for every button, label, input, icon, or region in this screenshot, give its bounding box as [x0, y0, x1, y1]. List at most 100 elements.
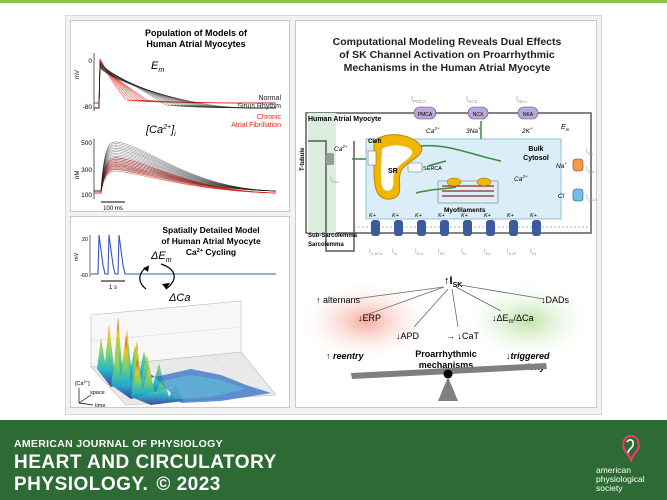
axis-time-line	[78, 402, 94, 406]
troponin-c	[476, 177, 492, 187]
action-potential-trace	[94, 60, 277, 104]
sr-label: SR	[388, 168, 398, 175]
k-channel	[394, 220, 403, 236]
na-ion-label: Na+	[556, 161, 567, 170]
nka-pump	[517, 106, 539, 120]
society-name-line2: physiological	[596, 474, 645, 484]
pmca-label: PMCA	[418, 112, 433, 118]
i-pmca-current: IPMCA	[411, 96, 426, 104]
troponin-c	[446, 177, 462, 187]
ncx-exchanger	[467, 106, 489, 120]
k-current-label: IKs	[484, 249, 490, 256]
main-title-line3: Mechanisms in the Human Atrial Myocyte	[344, 62, 551, 74]
mv-axis-label: mV	[74, 252, 80, 261]
seesaw-pivot	[443, 369, 453, 379]
chloride-channel	[572, 188, 584, 202]
i-nal-current: INaL	[586, 167, 596, 174]
t-tubule-outline	[308, 140, 355, 252]
axis-space-line	[78, 394, 92, 404]
panel-title-line1: Population of Models of	[145, 28, 248, 38]
journal-kicker: AMERICAN JOURNAL OF PHYSIOLOGY	[14, 438, 223, 450]
pmca-pump	[413, 106, 437, 120]
y-tick-20: 20	[82, 237, 88, 243]
spatial-title-line3: Ca2+ Cycling	[186, 247, 236, 257]
action-potential-trace	[94, 64, 277, 109]
proarrhythmic-label-2: mechanisms	[419, 360, 474, 370]
sr-lumen	[380, 145, 413, 191]
k-ion-label: K+	[369, 213, 377, 219]
em-label: Em	[561, 124, 570, 132]
apd-effect: ↓APD	[396, 331, 420, 341]
ca-label: [Ca2+]i	[145, 124, 176, 138]
top-accent-line	[0, 0, 667, 3]
delta-ca-label: ΔCa	[168, 292, 190, 304]
calcium-transient-trace	[94, 151, 277, 192]
k-channel	[486, 220, 495, 236]
y-tick-100: 100	[81, 192, 92, 199]
k-pump-label: 2K+	[521, 126, 533, 135]
cl-ion-label: Cl-	[558, 191, 566, 200]
chronic-label-2: Atrial Fibrillation	[231, 122, 281, 129]
serca-pump	[407, 162, 423, 173]
k-channel	[532, 220, 541, 236]
mv-axis-label: mV	[75, 70, 81, 79]
ryr-channel	[367, 150, 377, 166]
k-current-label: IKur	[415, 249, 424, 256]
chronic-label-1: Chronic	[257, 114, 282, 121]
delta-em-label: ΔEm	[150, 250, 172, 264]
k-ion-label: K+	[484, 213, 492, 219]
coupling-arrow-down	[160, 263, 175, 290]
sk-channel-panel: Computational Modeling Reveals Dual Effe…	[295, 20, 598, 408]
dads-effect: ↓DADs	[541, 295, 570, 305]
normal-label-2: Sinus Rhythm	[237, 103, 281, 110]
society-logo-icon	[622, 434, 640, 463]
action-potential-trace	[94, 58, 277, 104]
isk-label: ↑ISK	[444, 275, 462, 289]
y-tick-0: 0	[88, 58, 92, 65]
sarcolemma-label: Sarcolemma	[308, 242, 344, 248]
k-channel	[371, 220, 380, 236]
k-channel	[509, 220, 518, 236]
k-channel	[417, 220, 426, 236]
spatial-title-line1: Spatially Detailed Model	[162, 225, 259, 235]
population-models-panel: Population of Models of Human Atrial Myo…	[70, 20, 290, 212]
y-tick-m60: -60	[80, 273, 88, 279]
k-ion-label: K+	[507, 213, 515, 219]
copyright-year: © 2023	[156, 474, 221, 495]
time-scalebar-label: 100 ms	[103, 206, 123, 212]
k-current-label: ISK	[438, 249, 445, 256]
spatial-model-graphic: Spatially Detailed Model of Human Atrial…	[74, 225, 277, 409]
society-name-line3: society	[596, 483, 623, 493]
reentry-effect: ↑ reentry	[326, 351, 365, 361]
k-ion-label: K+	[415, 213, 423, 219]
ca-bulk-label: Ca2+	[514, 174, 528, 183]
normal-label-1: Normal	[258, 95, 281, 102]
sk-channel-graphic: Computational Modeling Reveals Dual Effe…	[296, 36, 598, 401]
k-current-label: IK,ACh	[369, 249, 382, 256]
isk-effect-arrows	[353, 284, 545, 328]
k-channel	[463, 220, 472, 236]
k-ion-label: K+	[530, 213, 538, 219]
i-cal-current: ICaL	[330, 177, 340, 184]
calcium-transient-traces	[94, 141, 277, 194]
nm-axis-label: nM	[75, 171, 81, 179]
action-potential-trace	[94, 66, 277, 109]
sodium-channel	[572, 158, 584, 172]
i-nka-current: INKA	[516, 96, 527, 104]
calcium-flux-arrows	[352, 121, 502, 194]
proarrhythmic-label-1: Proarrhythmic	[415, 349, 477, 359]
na-exchange-label: 3Na+	[466, 126, 481, 135]
k-ion-label: K+	[392, 213, 400, 219]
i-clca-current: IClCa	[586, 195, 597, 202]
alternans-effect: ↑ alternans	[316, 295, 361, 305]
panel-title-line2: Human Atrial Myocytes	[146, 39, 245, 49]
action-potential-train	[91, 234, 276, 275]
antiarrhythmic-glow	[458, 279, 598, 363]
seesaw-fulcrum	[438, 377, 458, 401]
journal-title-line1: HEART AND CIRCULATORY	[14, 452, 277, 473]
triggered-activity-1: ↓triggered	[506, 351, 550, 361]
y-tick-m80: -80	[83, 104, 93, 111]
bulk-cytosol-label-2: Cytosol	[523, 155, 549, 162]
k-current-label: Ito	[392, 249, 398, 256]
action-potential-trace	[94, 58, 277, 104]
